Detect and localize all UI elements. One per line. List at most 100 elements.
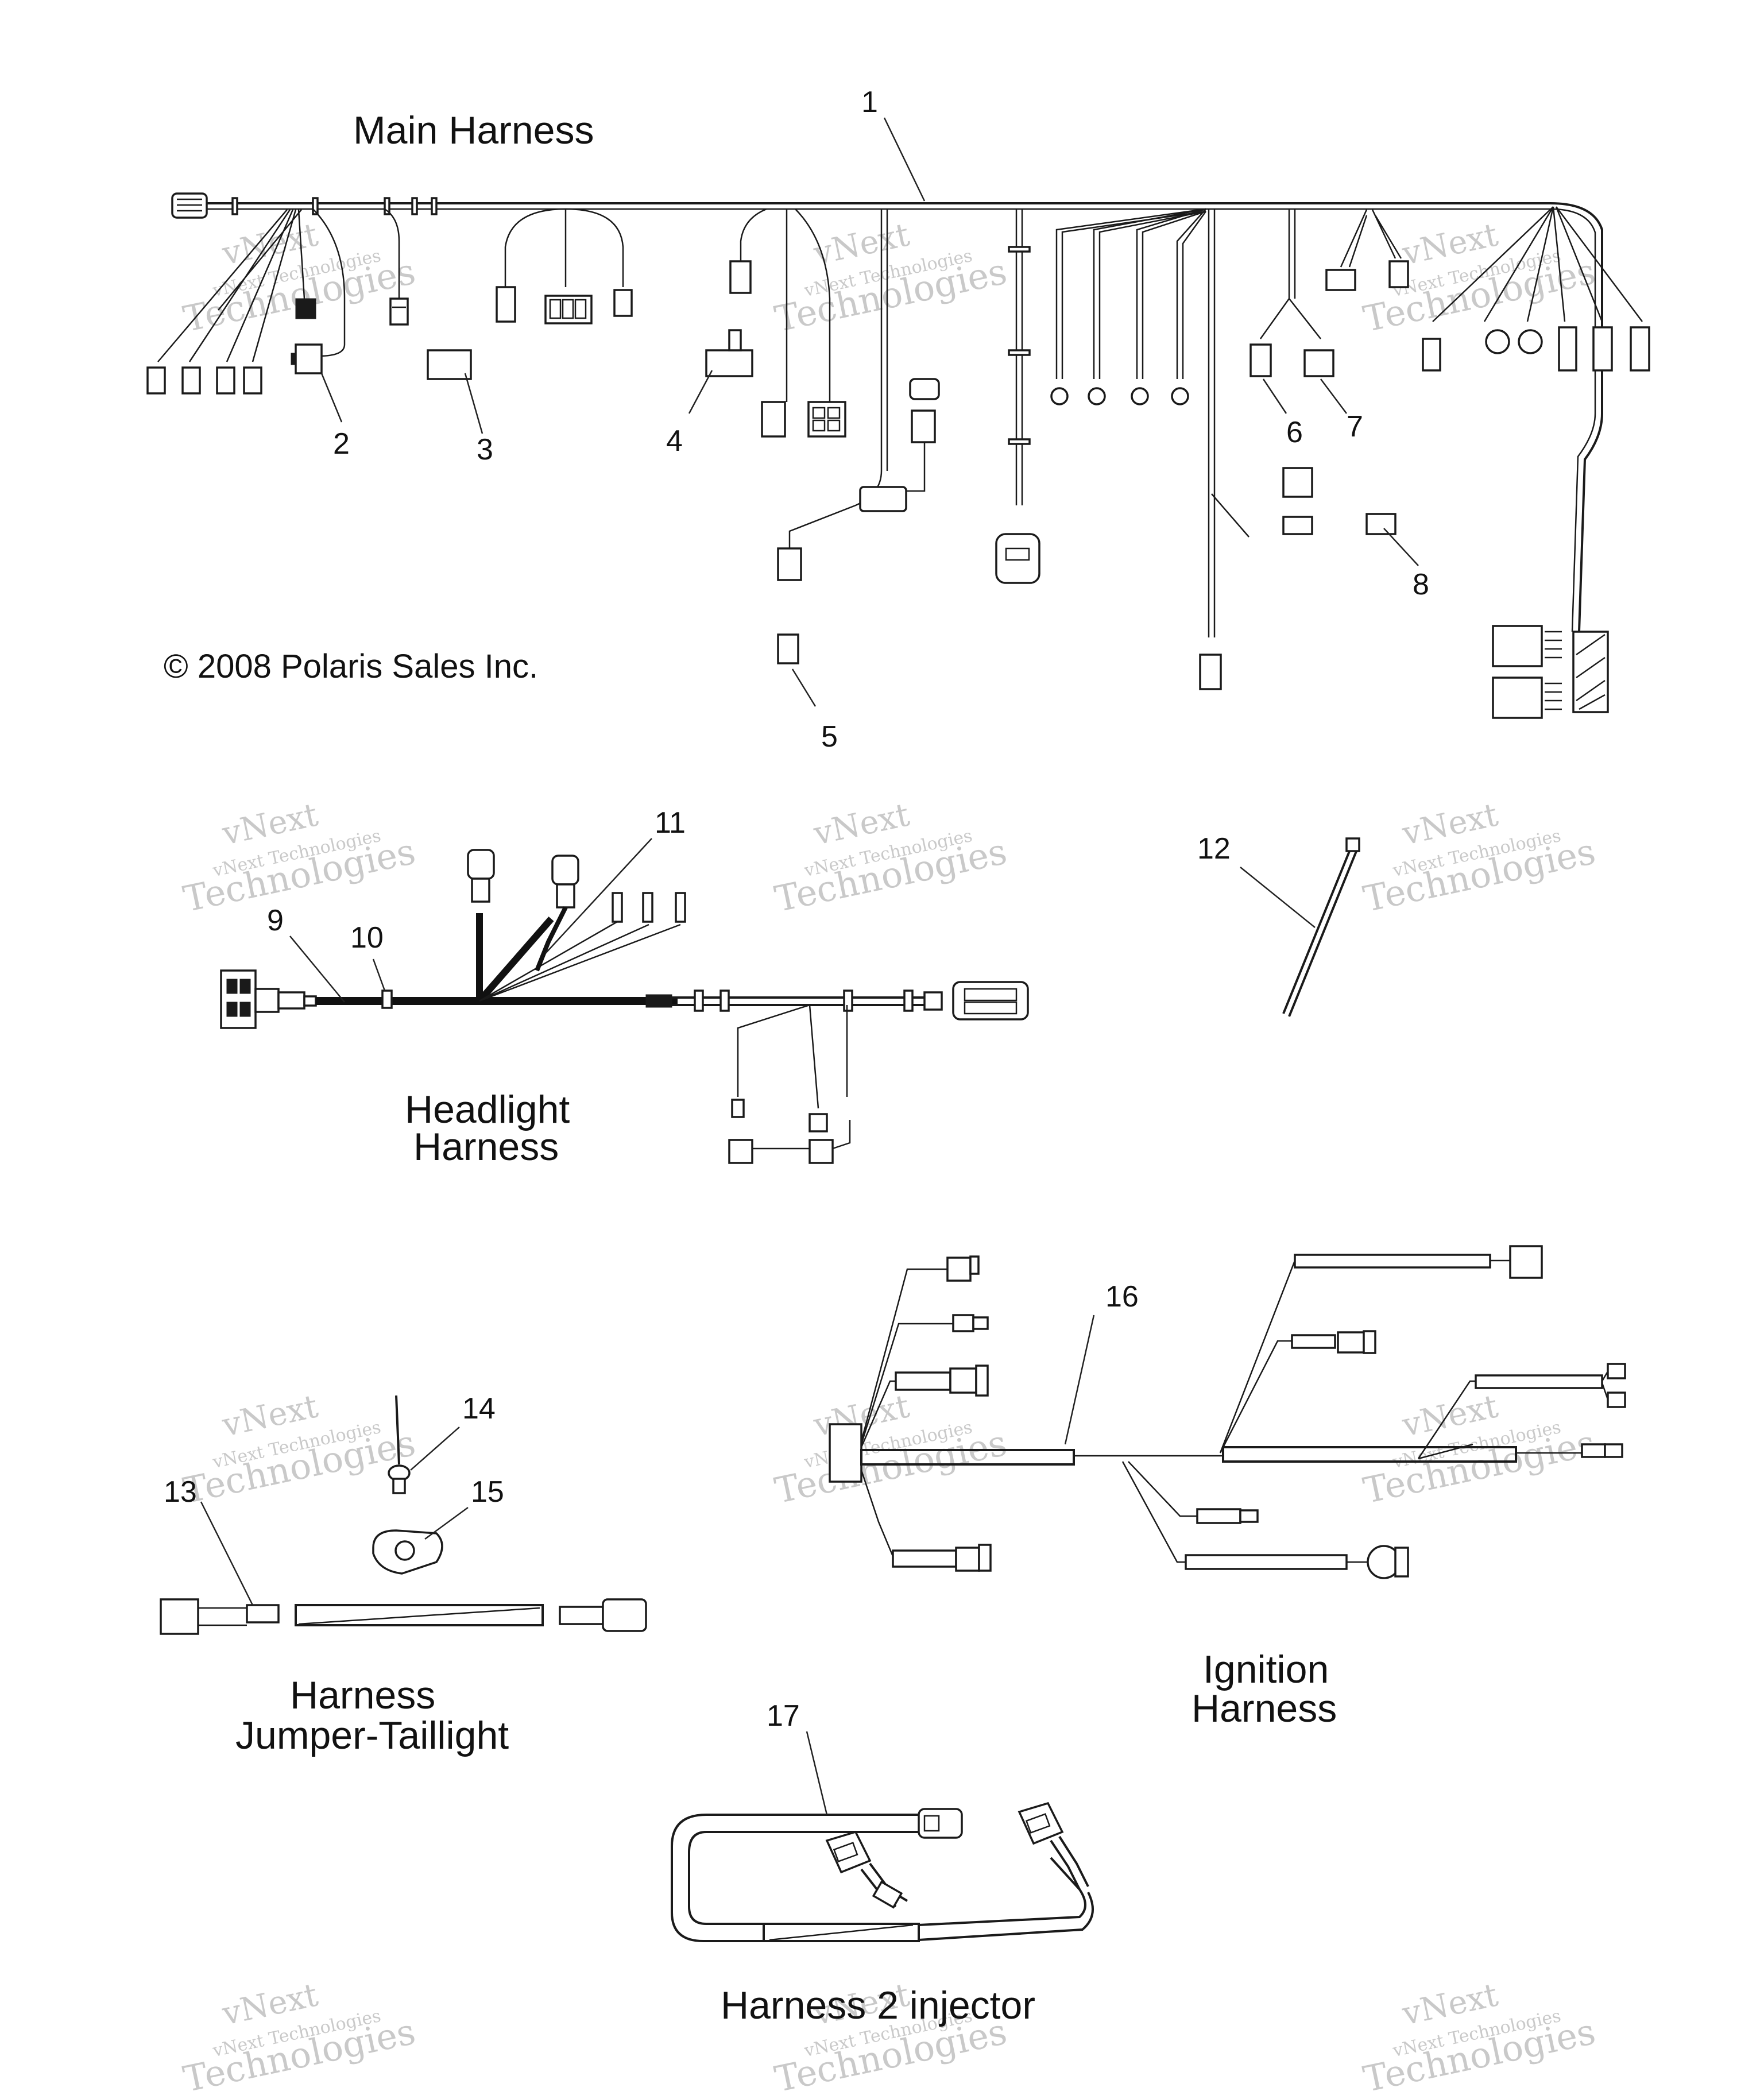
connector [1630, 326, 1650, 372]
connector [1509, 1245, 1543, 1279]
callout-6: 6 [1286, 416, 1303, 449]
part-3-relay [427, 349, 472, 380]
main-trunk [195, 202, 1603, 632]
sensor-connector [995, 533, 1040, 584]
relay-block [1492, 677, 1543, 719]
connector [1607, 1391, 1626, 1408]
connector [777, 547, 802, 581]
callout-2: 2 [333, 427, 350, 461]
ignition-title-line1: Ignition [1203, 1648, 1329, 1691]
watermark: vNext vNext Technologies Technologies [1360, 1976, 1599, 2099]
ignition-title-line2: Harness [1192, 1687, 1337, 1730]
headlight-socket [551, 855, 579, 886]
connector [146, 366, 166, 395]
injector-harness: Harness 2 injector 17 [671, 1699, 1094, 2027]
connector [496, 286, 516, 323]
injector-loop [671, 1814, 919, 1942]
callout-8: 8 [1413, 568, 1429, 601]
callout-13: 13 [164, 1475, 197, 1509]
part-4-bracket [705, 349, 753, 377]
callout-15: 15 [471, 1475, 504, 1509]
callout-17: 17 [767, 1699, 800, 1733]
watermark: vNext vNext Technologies Technologies [771, 796, 1011, 920]
connector [216, 366, 235, 395]
left-fan-branches [146, 208, 346, 395]
part-15-clip: 15 [372, 1475, 504, 1575]
callout-14: 14 [462, 1392, 496, 1425]
connector [1592, 326, 1613, 372]
connector [1607, 1363, 1626, 1379]
connector [808, 1139, 834, 1164]
connector [911, 409, 936, 443]
callout-11: 11 [655, 806, 686, 840]
connector [909, 378, 940, 400]
tape-bands [231, 197, 438, 215]
jumper-right-connector [602, 1598, 647, 1632]
headlight-harness: Headlight Harness [220, 806, 1029, 1169]
connector [1422, 338, 1441, 372]
callout-9: 9 [267, 904, 284, 937]
connector [729, 260, 752, 294]
connector [389, 297, 409, 326]
callout-4: 4 [666, 424, 683, 458]
part-8-connector [1365, 513, 1396, 535]
ring-terminals [1050, 387, 1189, 405]
leader-lines [320, 117, 1419, 707]
callout-5: 5 [821, 720, 838, 753]
watermark: vNext vNext Technologies Technologies [180, 1387, 419, 1512]
callout-16: 16 [1105, 1280, 1139, 1313]
jumper-taillight-harness: Harness Jumper-Taillight 14 15 13 [160, 1392, 647, 1757]
connector [613, 289, 633, 317]
ignition-junction [829, 1423, 862, 1483]
connector [761, 401, 786, 438]
injector-title: Harness 2 injector [721, 1984, 1035, 2027]
part-2-relay [295, 343, 323, 374]
copyright: © 2008 Polaris Sales Inc. [164, 648, 538, 685]
part-6-connector [1250, 343, 1272, 377]
connector [1282, 516, 1313, 535]
jumper-title-line2: Jumper-Taillight [235, 1714, 509, 1757]
connector [1388, 260, 1409, 288]
watermark: vNext vNext Technologies Technologies [180, 1976, 419, 2099]
connector [1199, 654, 1222, 690]
headlight-title-line2: Harness [413, 1125, 559, 1169]
injector-connector [825, 1830, 872, 1874]
connector [728, 1139, 753, 1164]
jumper-left-connector [160, 1598, 199, 1635]
relay-block [1492, 625, 1543, 667]
connector [1282, 467, 1313, 498]
bulb-socket [1518, 329, 1543, 354]
headlight-socket [467, 849, 495, 880]
watermark: vNext vNext Technologies Technologies [1360, 1387, 1599, 1512]
connector [1337, 1331, 1365, 1354]
connector [1325, 269, 1356, 291]
connector [1239, 1509, 1259, 1523]
watermark: vNext vNext Technologies Technologies [771, 216, 1011, 340]
connector [295, 298, 316, 319]
main-harness-title: Main Harness [353, 109, 594, 152]
connector [731, 1099, 745, 1118]
part-7-connector [1303, 349, 1334, 377]
part-14-push-pin: 14 [388, 1392, 496, 1494]
ignition-harness: Ignition Harness [829, 1245, 1626, 1730]
part-12-cable-tie: 12 [1197, 832, 1360, 1017]
headlight-title-line1: Headlight [405, 1088, 570, 1131]
main-harness: Main Harness [146, 86, 1650, 753]
watermark: vNext vNext Technologies Technologies [771, 1976, 1011, 2099]
connector [808, 1113, 828, 1132]
callout-10: 10 [350, 921, 384, 954]
connector [955, 1547, 980, 1572]
connector [952, 1314, 974, 1332]
jumper-title-line1: Harness [290, 1673, 435, 1717]
connector [859, 486, 907, 512]
callout-7: 7 [1347, 410, 1363, 443]
part-5-connector [777, 633, 799, 664]
connector [243, 366, 262, 395]
watermark: vNext vNext Technologies Technologies [180, 796, 419, 920]
connector [946, 1257, 972, 1282]
callout-3: 3 [477, 433, 493, 466]
connector [181, 366, 201, 395]
callout-12: 12 [1197, 832, 1231, 865]
part-10-clip [381, 989, 393, 1009]
